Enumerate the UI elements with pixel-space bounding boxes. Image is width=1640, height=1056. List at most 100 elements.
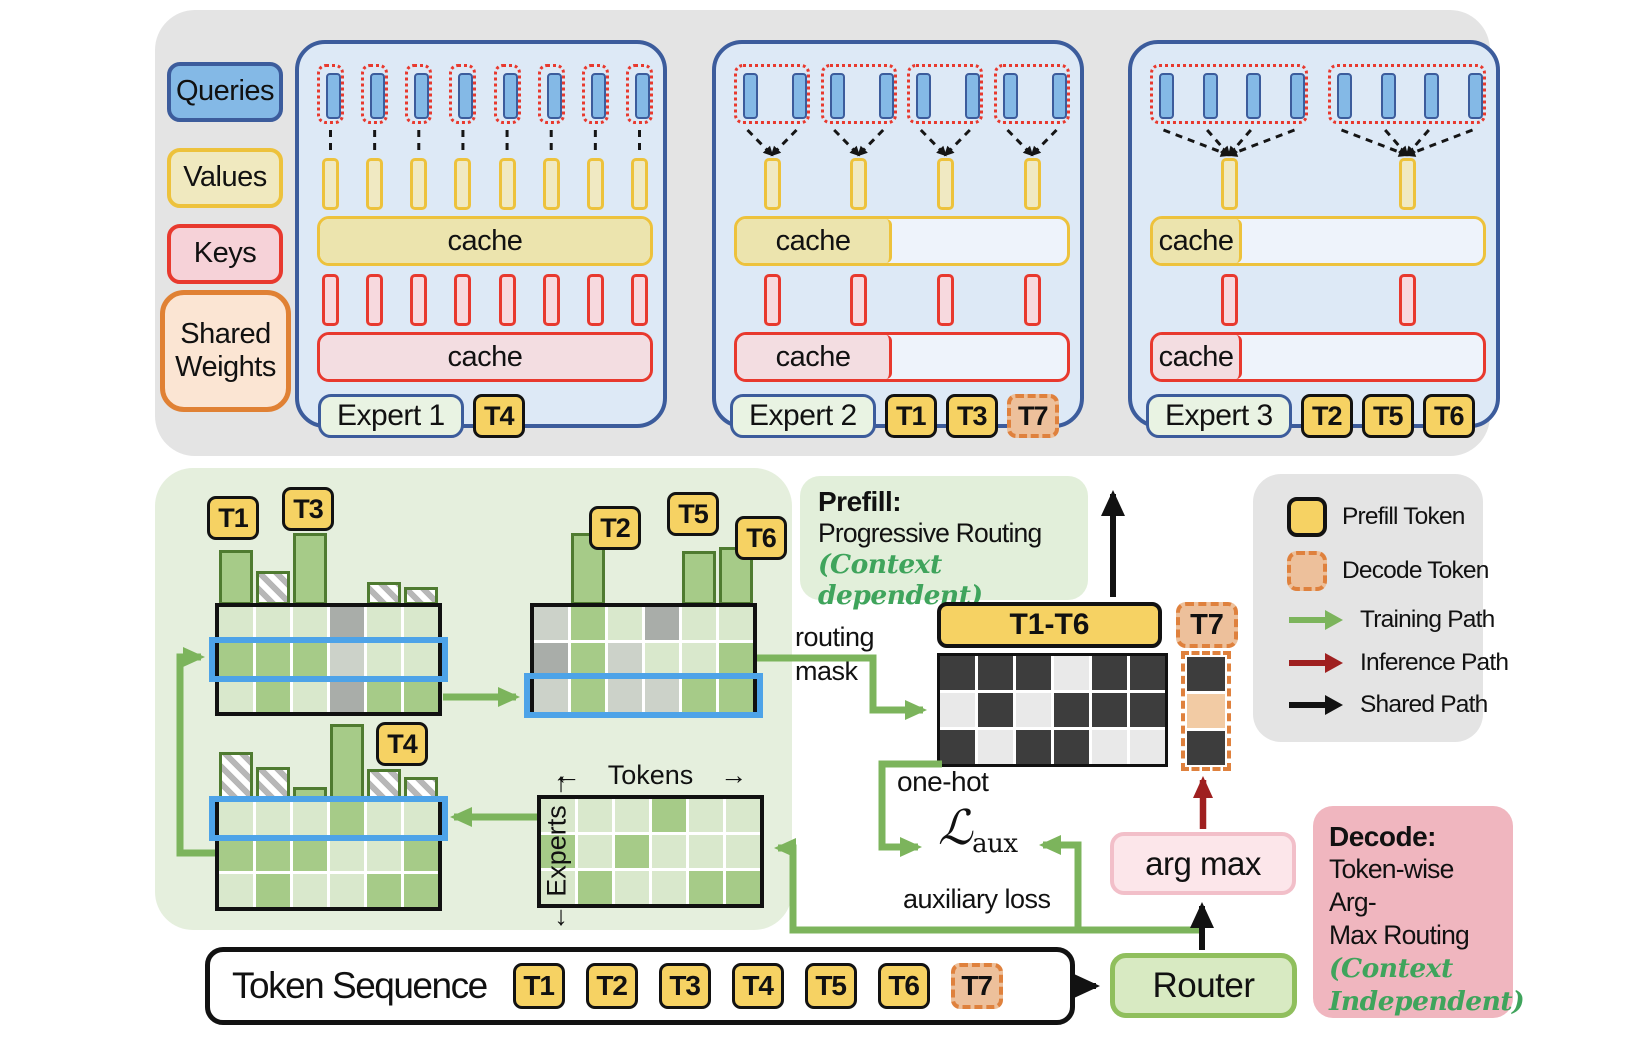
token-badge-t2: T2 [1300,394,1353,438]
decode-note-line1: Token-wise Arg- [1329,854,1454,917]
token-expert-grid-cell [689,835,723,868]
routing-score-grid-2-cell [645,607,679,640]
routing-score-grid-1-cell [256,607,290,640]
key-token [366,274,384,326]
routing-mask-grid-cell [1054,730,1089,764]
cache-label: cache [1158,224,1234,257]
routing-mask-grid-cell [1016,656,1051,690]
token-expert-grid-cell [578,871,612,904]
query-token [878,73,894,119]
histogram-bar [256,571,290,605]
training-arrow-icon [1289,609,1343,630]
shared-arrow-icon [1289,695,1343,716]
routing-score-grid-2-cell [608,643,642,676]
histogram-bar [367,582,401,605]
query-group [626,64,653,124]
routing-score-grid-1-cell [367,679,401,712]
query-token [546,73,562,119]
routing-score-grid-1-cell [404,679,438,712]
aux-loss-script-l: ℒ [938,800,973,856]
key-token [454,274,472,326]
prefill-note: Prefill: Progressive Routing (Context de… [800,476,1088,611]
query-token [1003,73,1018,119]
token-expert-grid-cell [689,799,723,832]
routing-score-grid-2-cell [645,643,679,676]
query-group [907,64,984,124]
key-cache-bar: cache [1150,332,1486,382]
query-token [916,73,932,119]
value-token [366,158,384,210]
token-expert-grid-cell [726,799,760,832]
value-cache-bar-filled: cache [737,219,893,263]
query-token [792,73,807,119]
routing-score-grid-3-cell [367,874,401,907]
value-token [1023,158,1041,210]
prefill-token-icon [1287,496,1327,537]
selected-row-highlight [209,637,448,682]
routing-score-grid-2-cell [571,607,605,640]
routing-mask-header: T1-T6 [937,602,1162,648]
legend-row-inference-arrow: Inference Path [1287,649,1509,677]
routing-score-grid-3-cell [404,874,438,907]
routing-mask-caption: routing mask [795,620,875,688]
routing-score-grid-2-cell [645,679,679,712]
token-badge-t3: T3 [658,963,711,1009]
decode-token-column-cell [1187,694,1225,728]
selected-row-highlight [209,796,448,841]
token-expert-grid-cell [615,871,649,904]
routing-score-grid-1-cell [330,679,364,712]
routing-score-grid-3-cell [256,838,290,871]
prefill-note-heading: Prefill: [818,486,902,517]
value-token [542,158,560,210]
decode-token-icon [1287,551,1327,592]
query-token [458,73,474,119]
token-badge-t7: T7 [950,963,1003,1009]
token-badge-t6: T6 [1422,394,1475,438]
query-group [994,64,1070,124]
query-token [1290,73,1305,119]
legend-row-prefill-token-swatch: Prefill Token [1287,496,1483,537]
query-token [370,73,386,119]
training-arrow-icon [1287,609,1345,631]
value-cache-bar: cache [1150,216,1486,266]
query-token [1052,73,1067,119]
value-token [1220,158,1238,210]
token-badge-t6: T6 [877,963,930,1009]
token-badge-t4: T4 [472,394,525,438]
routing-mask-grid-cell [1092,693,1127,727]
routing-score-grid-1-cell [404,607,438,640]
histogram-bar [219,550,253,605]
tokens-axis-label: ← Tokens → [553,760,748,790]
legend-row-training-arrow: Training Path [1287,606,1495,634]
token-badge-t1: T1 [207,496,259,540]
value-token [498,158,516,210]
decode-note-heading: Decode: [1329,821,1436,852]
routing-mask-caption-line1: routing [795,622,875,652]
legend-queries: Queries [167,62,283,122]
routing-mask-grid-cell [978,730,1013,764]
decode-token-column-cell [1187,731,1225,765]
token-expert-grid-cell [726,835,760,868]
key-token [498,274,516,326]
key-cache-bar: cache [317,332,653,382]
token-expert-grid-cell [615,835,649,868]
routing-score-grid-2-cell [682,679,716,712]
routing-score-grid-3-cell [219,838,253,871]
routing-score-grid-3-cell [404,802,438,835]
routing-score-grid-3-cell [293,874,327,907]
histogram-bar [256,767,290,800]
routing-score-grid-2-cell [719,643,753,676]
key-cache-bar: cache [734,332,1070,382]
query-token [1424,73,1440,119]
token-expert-grid-cell [689,871,723,904]
query-group [1328,64,1486,124]
token-badge-t4: T4 [376,722,428,766]
routing-score-grid-3-cell [293,838,327,871]
token-expert-grid-cell [652,799,686,832]
inference-arrow-icon [1289,652,1343,673]
value-token [454,158,472,210]
